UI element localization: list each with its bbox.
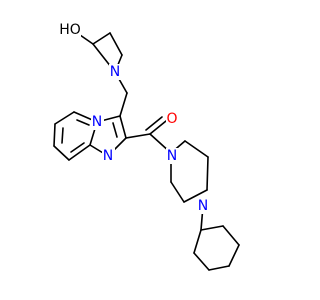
- bond: [200, 225, 224, 231]
- hydroxyl-label: HO: [59, 22, 81, 38]
- bond: [184, 140, 209, 158]
- bond: [53, 145, 70, 161]
- bond: [79, 34, 94, 45]
- bond: [109, 32, 123, 56]
- bond: [208, 265, 230, 271]
- bond: [76, 119, 90, 126]
- bond: [170, 181, 185, 203]
- bond: [193, 229, 202, 254]
- piperazine-nitrogen4-label: N: [198, 198, 208, 214]
- bond: [145, 116, 163, 131]
- piperazine-ring: [170, 140, 209, 203]
- bond: [193, 252, 210, 271]
- bond: [149, 120, 167, 135]
- bond: [119, 115, 127, 139]
- bond: [119, 92, 128, 117]
- atom-label-hydroxyl: HO: [59, 21, 81, 39]
- molecule-canvas: HO N N N O N N: [53, 21, 240, 271]
- structure-diagram: HO N N N O N N: [53, 21, 240, 271]
- bridgehead-nitrogen-label: N: [92, 114, 102, 130]
- imidazole-nitrogen-label: N: [103, 148, 113, 164]
- cyclohexane-ring: [193, 225, 240, 271]
- bond: [112, 122, 118, 138]
- bond: [92, 32, 111, 45]
- bond: [53, 123, 56, 147]
- atom-label-piperazine-n4: N: [197, 198, 210, 214]
- bond: [228, 244, 240, 267]
- bond: [54, 111, 75, 125]
- bond: [61, 127, 64, 144]
- atom-label-carbonyl-o: O: [166, 111, 179, 127]
- bond: [125, 133, 151, 139]
- azetidine-nitrogen-label: N: [110, 64, 120, 80]
- atom-label-bridgehead-n: N: [91, 114, 104, 130]
- atom-label-imidazole-n: N: [102, 148, 115, 164]
- bond: [183, 189, 208, 203]
- bond: [70, 142, 85, 153]
- bond: [222, 225, 240, 246]
- piperazine-nitrogen1-label: N: [167, 148, 177, 164]
- pyridine-ring: [53, 111, 98, 161]
- carbonyl-oxygen-label: O: [166, 111, 177, 127]
- bond: [68, 144, 91, 161]
- bond: [206, 156, 209, 191]
- atom-label-piperazine-n1: N: [166, 148, 179, 164]
- atom-label-azetidine-n: N: [109, 64, 122, 80]
